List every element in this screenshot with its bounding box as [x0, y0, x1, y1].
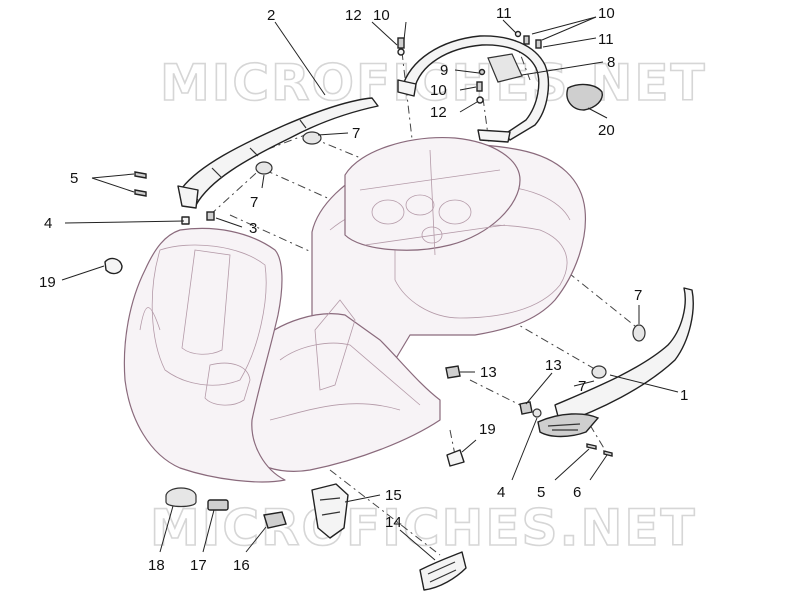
callout-8: 8	[607, 54, 615, 71]
callout-16: 16	[233, 557, 250, 574]
screw-6	[603, 450, 613, 457]
washer-12-a	[397, 48, 405, 56]
part-19-clips	[104, 257, 465, 467]
part-16-pad	[263, 511, 287, 529]
screw-5-a	[134, 171, 147, 179]
part-20-rear-badge	[566, 83, 603, 111]
screw-5-c	[586, 443, 597, 450]
front-leg-shield	[123, 227, 286, 483]
callout-19-left: 19	[39, 274, 56, 291]
part-2-trim-strip	[177, 97, 379, 209]
washer-12-b	[476, 96, 484, 104]
callout-9: 9	[440, 62, 448, 79]
screw-10-b	[523, 35, 530, 45]
callout-12-top: 12	[345, 7, 362, 24]
callout-7-left: 7	[250, 194, 258, 211]
callout-20: 20	[598, 122, 615, 139]
callout-13-right: 13	[545, 357, 562, 374]
callout-13-center: 13	[480, 364, 497, 381]
callout-2: 2	[267, 7, 275, 24]
clip-3	[206, 211, 215, 221]
callout-5-right: 5	[537, 484, 545, 501]
callout-6: 6	[573, 484, 581, 501]
clip-4-b	[532, 408, 542, 418]
callout-11-right: 11	[598, 31, 614, 48]
callout-7-right: 7	[634, 287, 642, 304]
callout-5-left: 5	[70, 170, 78, 187]
callout-1: 1	[680, 387, 688, 404]
leader-lines	[61, 16, 679, 561]
callout-7-lower: 7	[578, 378, 586, 395]
callout-18: 18	[148, 557, 165, 574]
callout-10-top: 10	[373, 7, 390, 24]
callout-labels: 2 12 10 11 10 11 8 9 10 12 20 7 5 7 3 4 …	[39, 5, 688, 574]
callout-14: 14	[385, 514, 402, 531]
callout-12-mid: 12	[430, 104, 447, 121]
part-7-grommets	[255, 131, 646, 379]
screw-11-a	[514, 30, 522, 38]
callout-10-mid: 10	[430, 82, 447, 99]
screw-10-d	[476, 81, 483, 92]
screw-5-b	[134, 189, 147, 197]
callout-7-upper: 7	[352, 125, 360, 142]
part-18-cap	[165, 487, 197, 508]
fasteners	[134, 30, 613, 457]
screw-10-c	[535, 39, 542, 49]
part-8-grab-rail	[397, 35, 550, 143]
callout-3: 3	[249, 220, 257, 237]
watermark-bottom: MICROFICHES.NET	[150, 499, 697, 557]
clip-4-a	[181, 216, 190, 225]
callout-19-right: 19	[479, 421, 496, 438]
screw-10-a	[397, 37, 405, 49]
scooter-body-shell	[244, 137, 587, 472]
part-1-trim-strip	[537, 287, 694, 438]
part-15-lower-cover	[311, 483, 349, 539]
callout-17: 17	[190, 557, 207, 574]
part-14-lower-cover	[419, 551, 467, 591]
callout-11-top: 11	[496, 5, 512, 22]
callout-15: 15	[385, 487, 402, 504]
callout-4-left: 4	[44, 215, 52, 232]
part-17-pad	[207, 499, 229, 511]
callout-4-right: 4	[497, 484, 505, 501]
screw-9	[478, 68, 486, 76]
callout-10-right: 10	[598, 5, 615, 22]
